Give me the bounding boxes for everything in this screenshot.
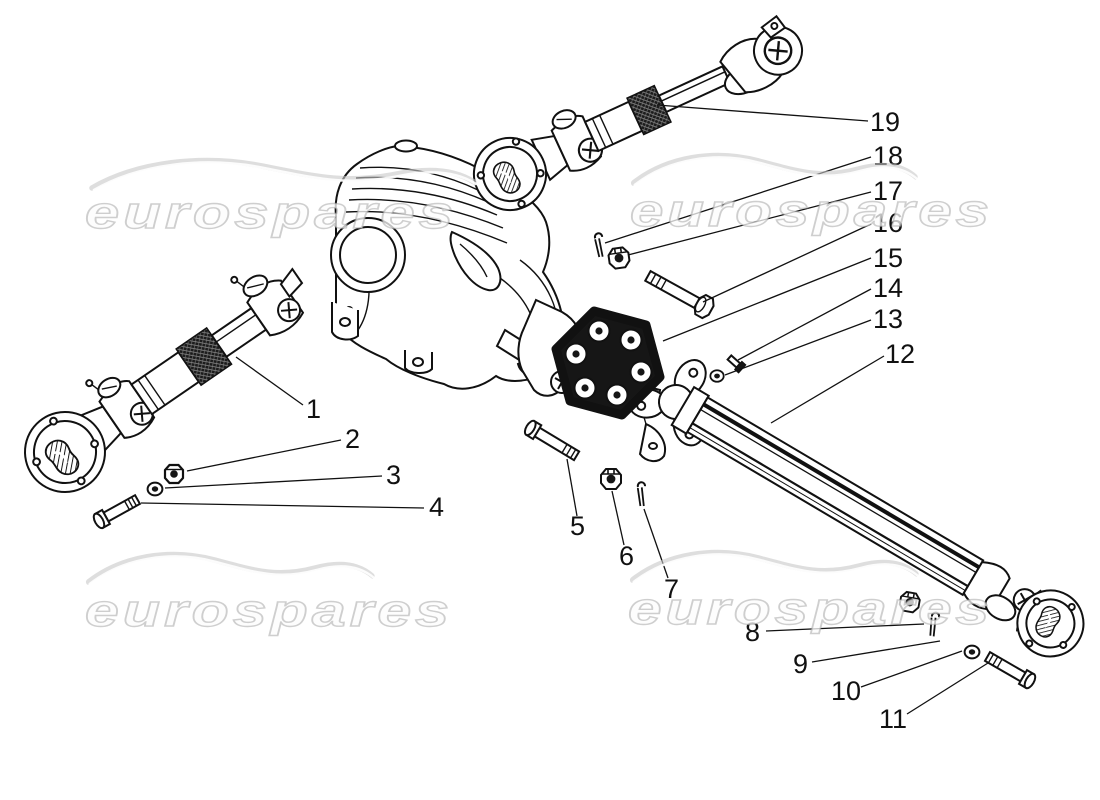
watermark-bottom-right: eurospares	[627, 549, 993, 635]
callout-3: 3	[386, 460, 401, 490]
bolt-4	[92, 493, 142, 530]
callout-19: 19	[870, 107, 900, 137]
leader-lines	[140, 104, 989, 715]
callout-14: 14	[873, 273, 903, 303]
callout-9: 9	[793, 649, 808, 679]
callout-16: 16	[873, 208, 903, 238]
washer-3	[146, 481, 164, 497]
washer-10	[963, 644, 981, 660]
callout-12: 12	[885, 339, 915, 369]
callout-7: 7	[664, 574, 679, 604]
callout-numbers: 1 2 3 4 5 6 7 8 9 10 11 12 13 14 15 16 1…	[306, 107, 915, 734]
screw-14	[726, 354, 747, 374]
flexible-coupling	[495, 298, 665, 420]
watermark-top-right: eurospares	[629, 152, 993, 237]
washer-13	[709, 369, 725, 383]
callout-17: 17	[873, 176, 903, 206]
split-pin-18	[593, 231, 605, 259]
callout-13: 13	[873, 304, 903, 334]
castellated-nut-6	[600, 468, 622, 490]
callout-1: 1	[306, 394, 321, 424]
watermark-text: eurospares	[630, 185, 993, 236]
bolt-5	[523, 419, 581, 462]
castellated-nut-17	[606, 245, 632, 271]
callout-15: 15	[873, 243, 903, 273]
watermark-text: eurospares	[85, 187, 457, 238]
callout-5: 5	[570, 511, 585, 541]
callout-10: 10	[831, 676, 861, 706]
callout-11: 11	[879, 704, 907, 734]
callout-6: 6	[619, 541, 634, 571]
bolt-11	[983, 650, 1037, 690]
bolt-16	[643, 269, 715, 320]
watermark-top-left: eurospares	[84, 157, 478, 239]
watermark-bottom-left: eurospares	[84, 551, 453, 637]
front-drive-shaft	[24, 267, 306, 493]
callout-4: 4	[429, 492, 444, 522]
rear-drive-shaft	[473, 14, 804, 211]
watermarks: eurospares eurospares eurospares eurospa…	[84, 152, 993, 637]
callout-8: 8	[745, 617, 760, 647]
lock-nut-2	[163, 463, 185, 485]
callout-2: 2	[345, 424, 360, 454]
watermark-text: eurospares	[85, 585, 453, 636]
split-pin-7	[636, 481, 647, 507]
watermark-text: eurospares	[628, 583, 993, 634]
propeller-shaft	[628, 359, 1085, 658]
